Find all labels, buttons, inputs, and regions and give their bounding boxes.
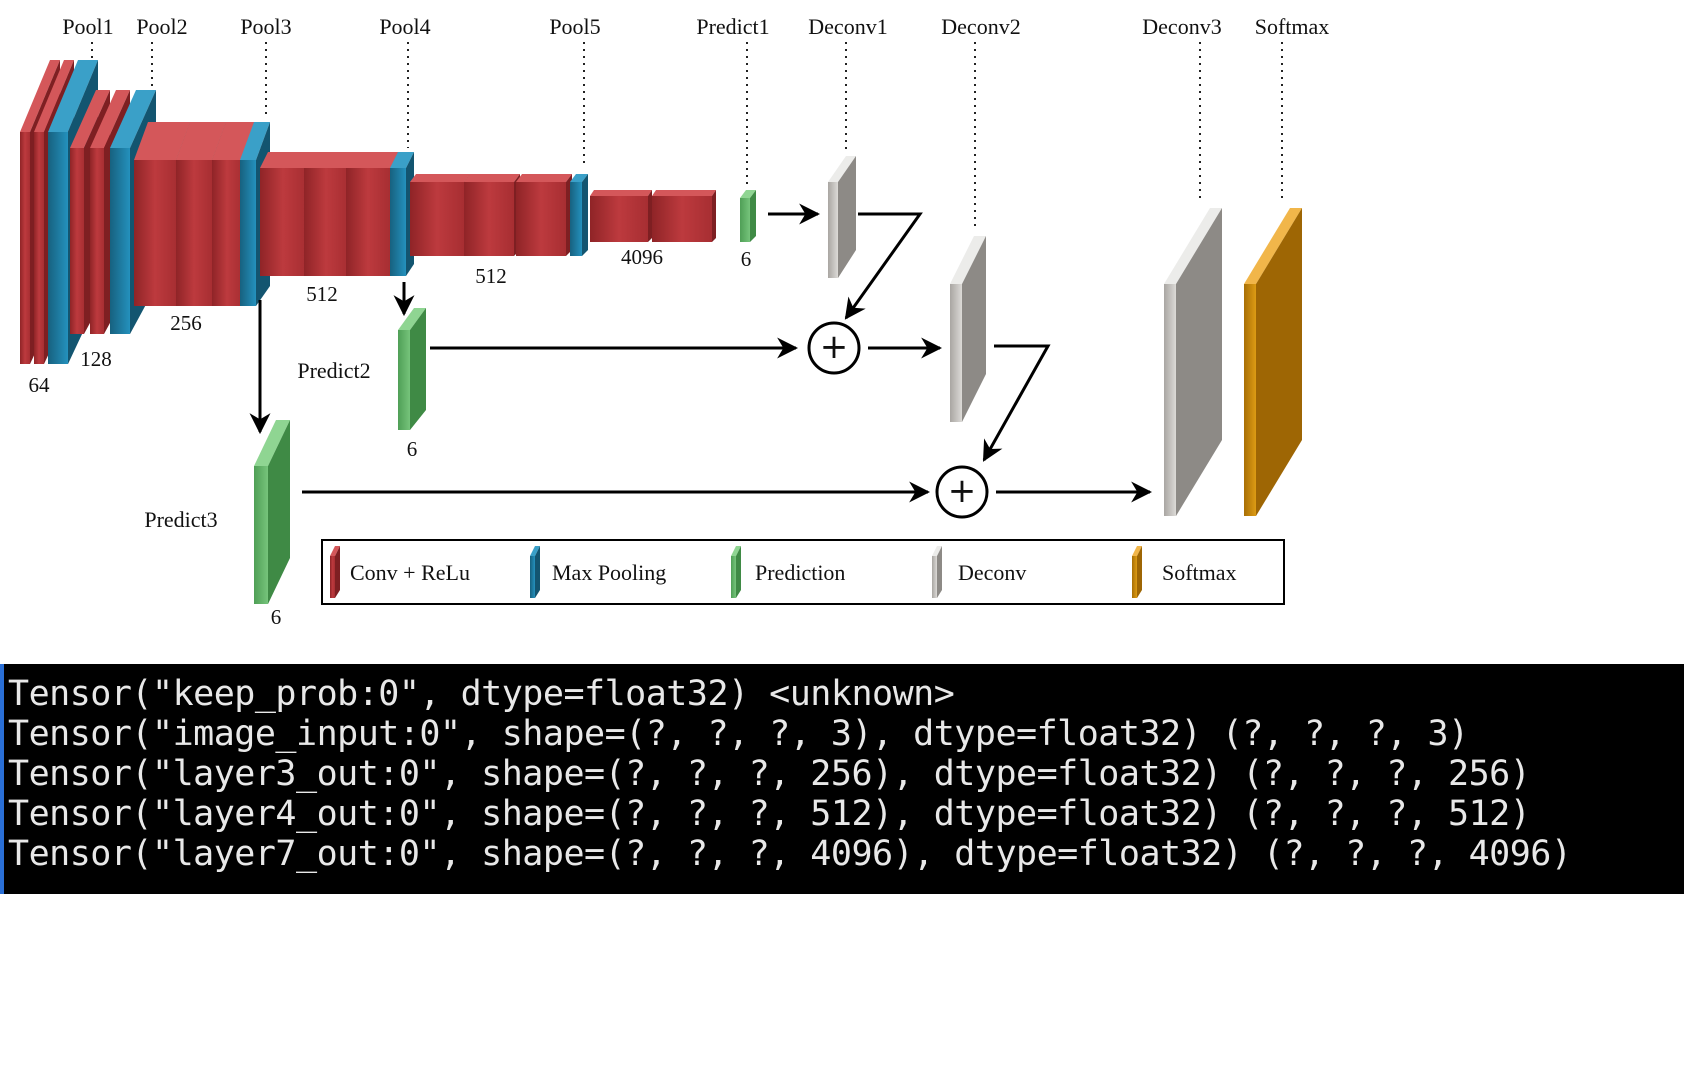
console-line-image-input: Tensor("image_input:0", shape=(?, ?, ?, … bbox=[8, 714, 1469, 754]
legend-item-prediction: Prediction bbox=[731, 546, 845, 598]
console-output: Tensor("keep_prob:0", dtype=float32) <un… bbox=[0, 664, 1684, 894]
encoder-blocks bbox=[20, 60, 716, 364]
label-pool4: Pool4 bbox=[379, 14, 430, 39]
predict2-block bbox=[398, 308, 426, 430]
console-cutoff-line bbox=[4, 664, 1684, 674]
sum-node-2: + bbox=[935, 465, 989, 519]
side-labels: Predict2 Predict3 bbox=[144, 358, 370, 532]
deconv3-block bbox=[1164, 208, 1222, 516]
dim-128: 128 bbox=[80, 347, 112, 371]
dim-512-a: 512 bbox=[306, 282, 338, 306]
legend-pool-label: Max Pooling bbox=[552, 560, 666, 585]
fcn-architecture-diagram: + + Pool1 Pool2 Pool3 Pool4 Pool5 Predic… bbox=[20, 14, 1329, 629]
console-line-layer3-out: Tensor("layer3_out:0", shape=(?, ?, ?, 2… bbox=[8, 754, 1531, 794]
prediction-blocks bbox=[254, 190, 756, 604]
dim-predict1: 6 bbox=[741, 247, 752, 271]
legend-softmax-label: Softmax bbox=[1162, 560, 1237, 585]
conv-block-512-b bbox=[410, 174, 572, 256]
flow-arrows bbox=[249, 203, 1153, 503]
dim-4096: 4096 bbox=[621, 245, 663, 269]
label-pool5: Pool5 bbox=[549, 14, 600, 39]
console-line-keep-prob: Tensor("keep_prob:0", dtype=float32) <un… bbox=[8, 674, 955, 714]
predict1-block bbox=[740, 190, 756, 242]
pool-block-5 bbox=[570, 174, 588, 256]
label-pool2: Pool2 bbox=[136, 14, 187, 39]
dim-predict3: 6 bbox=[271, 605, 282, 629]
guide-lines bbox=[91, 42, 1283, 228]
label-softmax: Softmax bbox=[1255, 14, 1330, 39]
legend-item-pool: Max Pooling bbox=[530, 546, 666, 598]
sum-node-1-symbol: + bbox=[820, 327, 849, 367]
softmax-block bbox=[1244, 208, 1302, 516]
conv-block-512-a bbox=[260, 152, 398, 276]
label-pool1: Pool1 bbox=[62, 14, 113, 39]
label-predict2: Predict2 bbox=[297, 358, 370, 383]
label-predict1: Predict1 bbox=[696, 14, 769, 39]
dim-64: 64 bbox=[29, 373, 51, 397]
legend: Conv + ReLu Max Pooling Prediction Decon… bbox=[321, 539, 1285, 605]
legend-conv-label: Conv + ReLu bbox=[350, 560, 470, 585]
conv-block-4096 bbox=[590, 190, 716, 242]
legend-item-conv: Conv + ReLu bbox=[330, 546, 470, 598]
legend-item-softmax: Softmax bbox=[1132, 546, 1237, 598]
sum-node-2-symbol: + bbox=[948, 471, 977, 511]
legend-item-deconv: Deconv bbox=[932, 546, 1026, 598]
label-pool3: Pool3 bbox=[240, 14, 291, 39]
dimension-labels: 64 128 256 512 512 4096 6 6 6 bbox=[29, 245, 752, 629]
dim-predict2: 6 bbox=[407, 437, 418, 461]
label-deconv2: Deconv2 bbox=[941, 14, 1020, 39]
legend-prediction-label: Prediction bbox=[755, 560, 845, 585]
top-labels: Pool1 Pool2 Pool3 Pool4 Pool5 Predict1 D… bbox=[62, 14, 1329, 39]
dim-256: 256 bbox=[170, 311, 202, 335]
deconv2-block bbox=[950, 236, 986, 422]
label-predict3: Predict3 bbox=[144, 507, 217, 532]
decoder-blocks bbox=[828, 156, 1302, 516]
sum-node-1: + bbox=[807, 321, 861, 375]
predict3-block bbox=[254, 420, 290, 604]
dim-512-b: 512 bbox=[475, 264, 507, 288]
console-line-layer4-out: Tensor("layer4_out:0", shape=(?, ?, ?, 5… bbox=[8, 794, 1531, 834]
legend-deconv-label: Deconv bbox=[958, 560, 1026, 585]
label-deconv1: Deconv1 bbox=[808, 14, 887, 39]
conv-block-256 bbox=[134, 122, 256, 306]
console-line-layer7-out: Tensor("layer7_out:0", shape=(?, ?, ?, 4… bbox=[8, 834, 1572, 874]
deconv1-block bbox=[828, 156, 856, 278]
label-deconv3: Deconv3 bbox=[1142, 14, 1221, 39]
